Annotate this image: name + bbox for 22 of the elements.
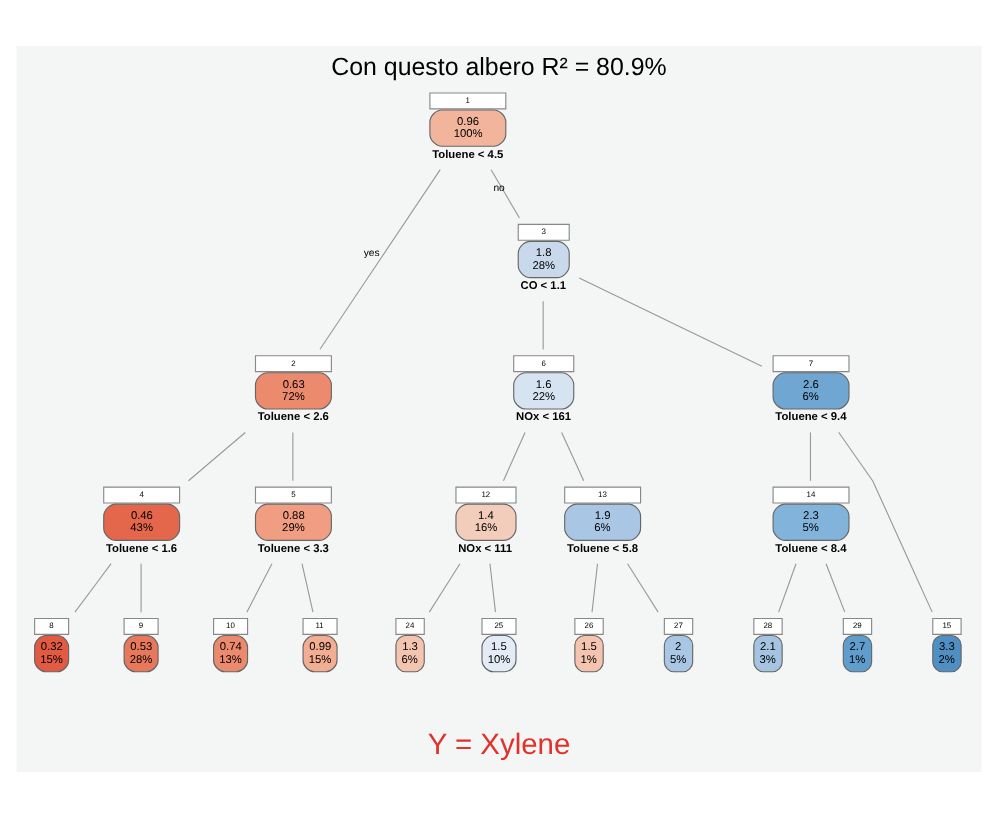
- connector: [74, 563, 112, 613]
- connector: [428, 563, 461, 613]
- connector: [140, 563, 142, 613]
- connector: [578, 277, 763, 367]
- connector: [490, 169, 520, 219]
- caption: Y = Xylene: [427, 729, 571, 762]
- connector: [502, 431, 526, 482]
- diagram-title: Con questo albero R² = 80.9%: [331, 52, 667, 81]
- connector: [246, 563, 273, 613]
- connector: [809, 431, 812, 482]
- connector: [292, 431, 294, 482]
- connector: [489, 563, 496, 613]
- connector: [561, 431, 585, 482]
- connector: [627, 563, 659, 613]
- connector: [838, 431, 933, 613]
- connector: [778, 563, 797, 613]
- connector: [187, 431, 246, 482]
- connector: [301, 563, 314, 613]
- connector: [319, 169, 441, 350]
- connector: [591, 563, 599, 613]
- connector: [542, 300, 544, 350]
- connector: [825, 563, 846, 613]
